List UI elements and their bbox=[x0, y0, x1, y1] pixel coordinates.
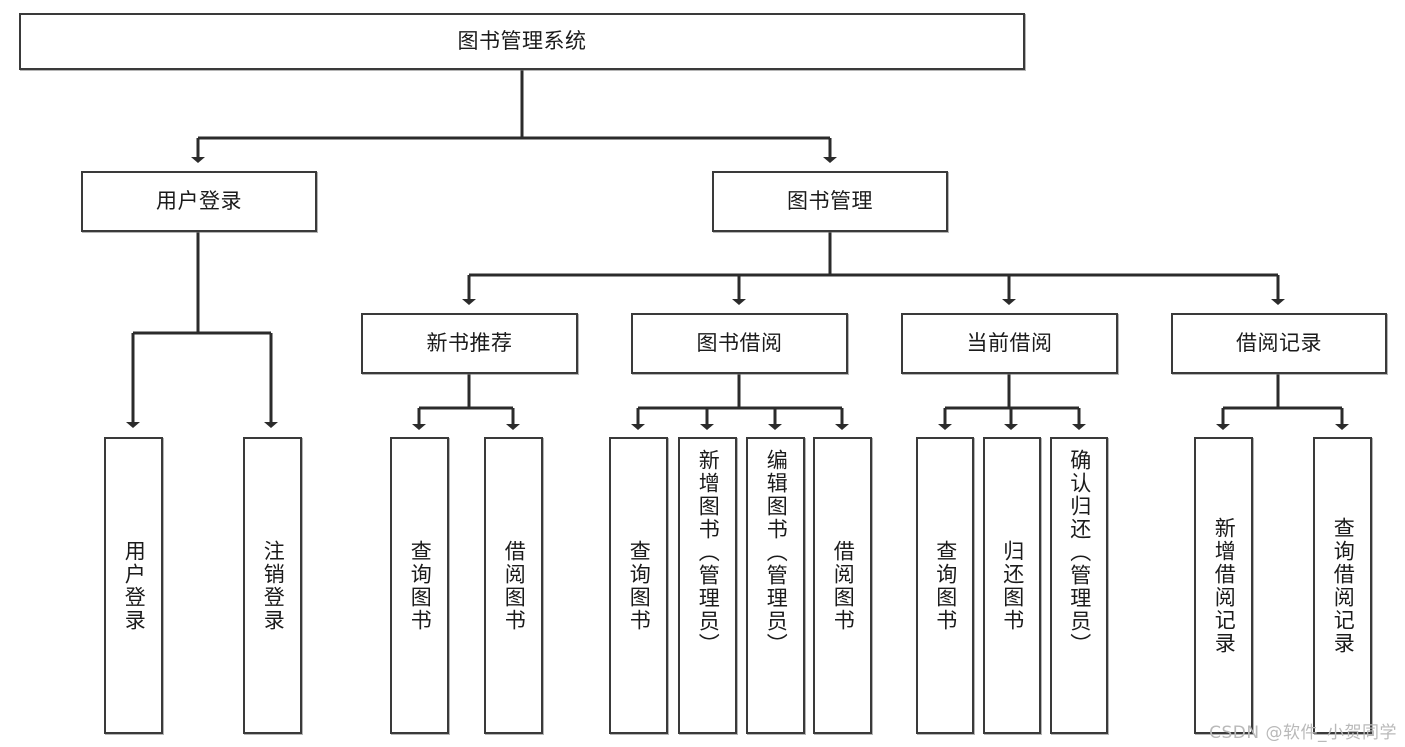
node-user-login[interactable]: 用户登录 bbox=[81, 171, 317, 232]
node-book-borrow[interactable]: 图书借阅 bbox=[631, 313, 848, 374]
node-leaf-borrow-book-2[interactable]: 借阅图书 bbox=[813, 437, 872, 734]
node-current-borrow-label: 当前借阅 bbox=[966, 331, 1053, 356]
watermark-text: CSDN @软件_小贺同学 bbox=[1209, 723, 1397, 743]
node-leaf-add-record-label: 新增借阅记录 bbox=[1212, 516, 1237, 655]
node-leaf-query-book-2[interactable]: 查询图书 bbox=[609, 437, 668, 734]
node-leaf-edit-book[interactable]: 编辑图书（管理员） bbox=[746, 437, 805, 734]
node-leaf-query-book-1-label: 查询图书 bbox=[408, 539, 433, 632]
node-new-book-recommend-label: 新书推荐 bbox=[426, 331, 513, 356]
node-leaf-query-record-label: 查询借阅记录 bbox=[1331, 516, 1356, 655]
node-user-login-label: 用户登录 bbox=[156, 189, 242, 214]
node-leaf-confirm-return-label: 确认归还（管理员） bbox=[1067, 449, 1092, 656]
node-leaf-confirm-return[interactable]: 确认归还（管理员） bbox=[1050, 437, 1108, 734]
node-leaf-borrow-book-1-label: 借阅图书 bbox=[502, 539, 527, 632]
node-leaf-borrow-book-2-label: 借阅图书 bbox=[831, 539, 856, 632]
node-leaf-add-book[interactable]: 新增图书（管理员） bbox=[678, 437, 737, 734]
node-book-manage[interactable]: 图书管理 bbox=[712, 171, 948, 232]
node-root[interactable]: 图书管理系统 bbox=[19, 13, 1025, 70]
node-leaf-add-record[interactable]: 新增借阅记录 bbox=[1194, 437, 1253, 734]
node-leaf-query-record[interactable]: 查询借阅记录 bbox=[1313, 437, 1372, 734]
node-leaf-query-book-3[interactable]: 查询图书 bbox=[916, 437, 974, 734]
node-leaf-query-book-3-label: 查询图书 bbox=[933, 539, 958, 632]
node-leaf-logout-login-label: 注销登录 bbox=[261, 539, 286, 632]
node-new-book-recommend[interactable]: 新书推荐 bbox=[361, 313, 578, 374]
node-leaf-query-book-1[interactable]: 查询图书 bbox=[390, 437, 449, 734]
node-leaf-user-login[interactable]: 用户登录 bbox=[104, 437, 163, 734]
node-current-borrow[interactable]: 当前借阅 bbox=[901, 313, 1118, 374]
node-borrow-record-label: 借阅记录 bbox=[1236, 331, 1322, 356]
node-root-label: 图书管理系统 bbox=[457, 29, 587, 54]
node-leaf-add-book-label: 新增图书（管理员） bbox=[696, 449, 721, 656]
node-leaf-return-book[interactable]: 归还图书 bbox=[983, 437, 1041, 734]
node-leaf-user-login-label: 用户登录 bbox=[122, 539, 147, 632]
node-leaf-edit-book-label: 编辑图书（管理员） bbox=[764, 449, 789, 656]
node-book-borrow-label: 图书借阅 bbox=[696, 331, 783, 356]
node-book-manage-label: 图书管理 bbox=[787, 189, 873, 214]
node-leaf-return-book-label: 归还图书 bbox=[1000, 539, 1025, 632]
node-leaf-logout-login[interactable]: 注销登录 bbox=[243, 437, 302, 734]
node-borrow-record[interactable]: 借阅记录 bbox=[1171, 313, 1387, 374]
node-leaf-query-book-2-label: 查询图书 bbox=[627, 539, 652, 632]
node-leaf-borrow-book-1[interactable]: 借阅图书 bbox=[484, 437, 543, 734]
